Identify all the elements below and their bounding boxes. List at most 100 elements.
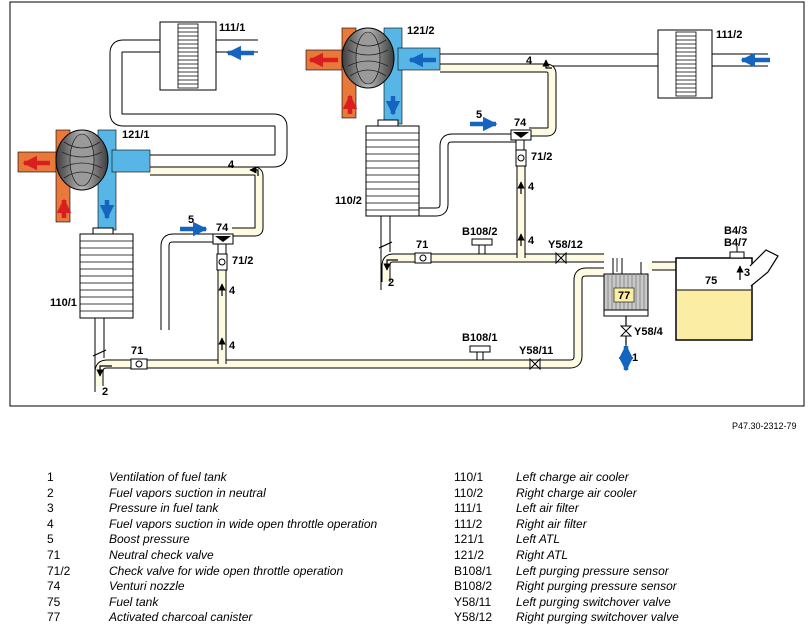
legend-key: 75 bbox=[47, 594, 61, 609]
label-71-right: 71 bbox=[416, 239, 428, 251]
venturi-nozzle-74-left bbox=[212, 233, 234, 255]
legend-text: Neutral check valve bbox=[109, 547, 214, 562]
legend-text: Right purging switchover valve bbox=[516, 610, 679, 625]
legend-item: 2 Fuel vapors suction in neutral bbox=[47, 486, 377, 502]
legend-item: B108/1 Left purging pressure sensor bbox=[454, 564, 679, 580]
legend-text: Check valve for wide open throttle opera… bbox=[109, 563, 344, 578]
flow-label-2-left: 2 bbox=[102, 386, 108, 398]
flow-label-5-left: 5 bbox=[188, 214, 194, 226]
label-77: 77 bbox=[618, 290, 630, 302]
legend-text: Ventilation of fuel tank bbox=[109, 470, 227, 484]
switchover-valve-y58-11 bbox=[529, 357, 541, 371]
flow-label-4-e: 4 bbox=[528, 235, 535, 247]
flow-label-5-right: 5 bbox=[476, 109, 482, 121]
legend-key: B108/1 bbox=[454, 563, 493, 578]
label-75: 75 bbox=[705, 275, 717, 287]
flow-number-labels: 5 5 4 4 4 4 4 4 2 2 3 1 bbox=[102, 55, 750, 398]
legend-item: 71 Neutral check valve bbox=[47, 548, 377, 564]
legend-text: Left purging pressure sensor bbox=[516, 563, 669, 578]
pressure-sensor-b108-2 bbox=[471, 238, 493, 255]
legend-item: 77 Activated charcoal canister bbox=[47, 610, 377, 626]
flow-label-4-a: 4 bbox=[229, 285, 236, 297]
legend-text: Right air filter bbox=[516, 516, 587, 531]
legend-item: 71/2 Check valve for wide open throttle o… bbox=[47, 564, 377, 580]
flow-label-4-d: 4 bbox=[528, 181, 535, 193]
label-110-2: 110/2 bbox=[335, 195, 362, 207]
legend-text: Left purging switchover valve bbox=[516, 594, 671, 609]
figure-code: P47.30-2312-79 bbox=[732, 421, 797, 431]
boost-lines bbox=[160, 133, 519, 330]
air-filter-111-1 bbox=[159, 21, 217, 91]
legend-text: Left ATL bbox=[516, 532, 561, 547]
legend-text: Activated charcoal canister bbox=[109, 610, 253, 625]
label-71-left: 71 bbox=[131, 345, 143, 357]
label-71-2-left: 71/2 bbox=[232, 255, 253, 267]
air-filter-111-2 bbox=[657, 29, 713, 99]
charge-air-cooler-110-2 bbox=[365, 119, 420, 217]
legend-key: 121/2 bbox=[454, 547, 485, 562]
legend-key: Y58/11 bbox=[454, 594, 492, 609]
charge-air-cooler-110-1 bbox=[79, 227, 134, 319]
purge-system-diagram: 111/1 111/2 121/1 121/2 110/1 110/2 74 7… bbox=[9, 1, 805, 407]
check-valve-71-2-right bbox=[515, 149, 527, 167]
flow-label-4-c: 4 bbox=[228, 159, 235, 171]
flow-label-2-right: 2 bbox=[388, 277, 394, 289]
legend-key: 71 bbox=[47, 547, 61, 562]
legend-text: Fuel vapors suction in neutral bbox=[109, 485, 266, 500]
fuel-tank-75 bbox=[675, 246, 779, 341]
label-111-1: 111/1 bbox=[219, 22, 245, 34]
label-b4-7: B4/7 bbox=[724, 237, 747, 249]
legend-text: Fuel tank bbox=[109, 594, 159, 609]
label-121-1: 121/1 bbox=[122, 129, 150, 141]
flow-label-1: 1 bbox=[632, 352, 638, 364]
legend-text: Right ATL bbox=[516, 547, 569, 562]
legend-key: 121/1 bbox=[454, 532, 485, 547]
legend-item: Y58/11 Left purging switchover valve bbox=[454, 595, 679, 611]
label-110-1: 110/1 bbox=[50, 297, 77, 309]
flow-arrows bbox=[22, 45, 770, 372]
label-y58-12: Y58/12 bbox=[548, 239, 583, 251]
label-111-2: 111/2 bbox=[716, 29, 742, 41]
legend-item: 111/2 Right air filter bbox=[454, 517, 679, 533]
component-labels: 111/1 111/2 121/1 121/2 110/1 110/2 74 7… bbox=[50, 22, 747, 357]
legend-item: 1 Ventilation of fuel tank bbox=[47, 470, 377, 486]
check-valve-71-left bbox=[130, 358, 148, 370]
legend-key: 77 bbox=[47, 610, 61, 625]
legend-key: 110/1 bbox=[454, 470, 484, 484]
legend-text: Venturi nozzle bbox=[109, 579, 185, 594]
throttle-valves bbox=[92, 241, 393, 357]
legend-text: Right purging pressure sensor bbox=[516, 579, 677, 594]
check-valve-71-2-left bbox=[216, 253, 228, 271]
legend-key: 2 bbox=[47, 485, 54, 500]
legend-item: Y58/12 Right purging switchover valve bbox=[454, 610, 679, 626]
venturi-nozzle-74-right bbox=[510, 129, 532, 151]
legend-item: 74 Venturi nozzle bbox=[47, 579, 377, 595]
flow-label-4-b: 4 bbox=[229, 340, 236, 352]
legend-text: Boost pressure bbox=[109, 532, 190, 547]
legend-item: 110/1 Left charge air cooler bbox=[454, 470, 679, 486]
legend-key: 5 bbox=[47, 532, 54, 547]
label-74-right: 74 bbox=[514, 117, 527, 129]
legend-key: 74 bbox=[47, 579, 61, 594]
legend-key: 71/2 bbox=[47, 563, 71, 578]
flow-label-4-f: 4 bbox=[526, 55, 533, 67]
legend-item: 75 Fuel tank bbox=[47, 595, 377, 611]
charcoal-canister-77 bbox=[603, 258, 649, 317]
legend-key: 3 bbox=[47, 501, 54, 516]
legend-text: Left charge air cooler bbox=[516, 470, 629, 484]
label-y58-11: Y58/11 bbox=[519, 345, 553, 357]
label-71-2-right: 71/2 bbox=[531, 151, 552, 163]
legend-key: 111/2 bbox=[454, 516, 483, 531]
legend-key: B108/2 bbox=[454, 579, 493, 594]
legend-key: Y58/12 bbox=[454, 610, 493, 625]
label-b4-3: B4/3 bbox=[724, 225, 747, 237]
legend-key: 111/1 bbox=[454, 501, 483, 516]
vapor-flow-arrows bbox=[96, 59, 744, 377]
label-b108-2: B108/2 bbox=[462, 226, 497, 238]
legend-key: 110/2 bbox=[454, 485, 484, 500]
legend-left: 1 Ventilation of fuel tank 2 Fuel vapors su… bbox=[47, 470, 377, 626]
legend-key: 1 bbox=[47, 470, 54, 484]
